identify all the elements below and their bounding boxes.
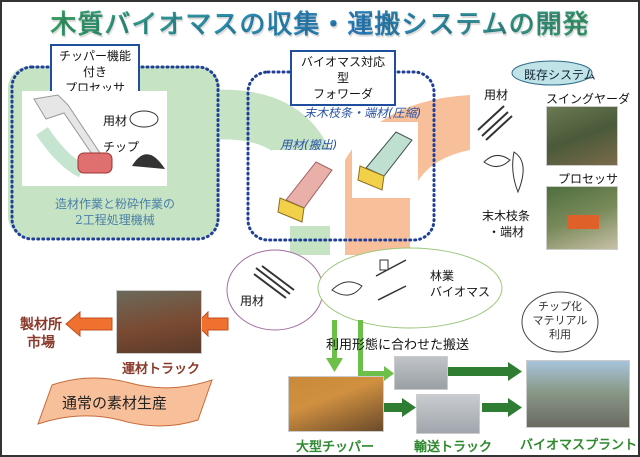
chip-pile-icon <box>132 154 165 169</box>
logs-carried-label: 用材(搬出) <box>280 138 338 152</box>
chipper-caption: 造材作業と粉砕作業の 2工程処理機械 <box>30 196 200 228</box>
material-use-line1: チップ化 <box>538 300 582 313</box>
compressed-residue-label: 末木枝条・端材(圧縮) <box>304 106 422 120</box>
biomass-ellipse <box>317 247 503 329</box>
swing-yarder-photo <box>546 106 618 166</box>
existing-logs-residue-icon <box>477 105 524 194</box>
log-truck-label: 運材トラック <box>122 362 201 377</box>
transport-caption: 利用形態に合わせた搬送 <box>326 338 470 353</box>
existing-processor-photo <box>546 186 618 250</box>
green-arrow-bend-2 <box>358 371 384 376</box>
page-title: 木質バイオマスの収集・運搬システムの開発 <box>0 4 640 41</box>
large-chipper-label: 大型チッパー <box>296 440 375 455</box>
dark-green-arrow-3-stem <box>482 403 510 412</box>
residue-forwarder-illustration <box>352 122 418 198</box>
chipper-machine-icon <box>33 94 165 178</box>
sawmill-market-label: 製材所 市場 <box>20 316 62 352</box>
logs-bundle-icon <box>253 265 295 299</box>
chipper-item-chips: チップ <box>103 140 140 154</box>
existing-residue-label: 末木枝条 ・端材 <box>482 208 530 240</box>
forwarder-label-line2: フォワーダ <box>312 87 373 101</box>
orange-arrow-to-truck <box>195 310 229 338</box>
normal-production-banner: 通常の素材生産 <box>62 394 168 412</box>
material-use-label: チップ化 マテリアル 利用 <box>528 300 592 342</box>
existing-logs-label: 用材 <box>484 88 509 102</box>
dark-green-arrow-2-stem <box>384 403 404 412</box>
biomass-plant-label: バイオマスプラント <box>520 438 638 453</box>
chipper-processor-illustration <box>22 91 167 186</box>
middle-logs-label: 用材 <box>240 294 265 308</box>
green-arrow-head-1 <box>326 358 343 372</box>
sawmill-label: 製材所 <box>20 317 62 333</box>
dark-green-arrow-2-head <box>402 398 416 417</box>
chipper-caption-line2: 2工程処理機械 <box>75 213 155 227</box>
green-arrow-head-2 <box>384 366 394 381</box>
forwarder-label-line1: バイオマス対応型 <box>300 55 385 85</box>
biomass-forwarder-label: バイオマス対応型 フォワーダ <box>290 50 396 106</box>
forest-biomass-line1: 林業 <box>430 269 455 283</box>
orange-arrow-to-market <box>65 310 113 338</box>
transport-truck-photo <box>416 394 480 434</box>
chipper-label-line1: チッパー機能付き <box>58 49 131 79</box>
chipper-panel-border <box>10 65 220 241</box>
forwarder-panel-border <box>246 70 436 242</box>
dark-green-arrow-1-head <box>508 362 522 381</box>
market-label: 市場 <box>27 335 55 351</box>
chipper-item-logs: 用材 <box>103 114 128 128</box>
forest-residue-icon <box>331 259 407 301</box>
biomass-plant-photo <box>526 360 630 428</box>
normal-production-banner-shape <box>37 377 213 427</box>
existing-residue-line2: ・端材 <box>488 225 525 239</box>
dark-green-arrow-1-stem <box>448 367 510 376</box>
green-arrow-stem-2 <box>358 320 363 376</box>
existing-system-badge-shape <box>511 60 593 86</box>
material-use-line3: 利用 <box>549 328 571 341</box>
large-chipper-photo <box>288 376 384 432</box>
chipper-processor-label: チッパー機能付き プロセッサ <box>50 44 140 100</box>
log-forwarder-icon <box>277 161 333 223</box>
existing-processor-label: プロセッサ <box>558 172 619 186</box>
chipper-caption-line1: 造材作業と粉砕作業の <box>54 197 175 211</box>
forest-biomass-line2: バイオマス <box>430 285 491 299</box>
orange-machine-shape <box>567 215 599 229</box>
green-arrow-stem-1 <box>332 320 337 360</box>
log-forwarder-illustration <box>272 150 338 226</box>
swing-yarder-label: スイングヤーダ <box>546 92 631 106</box>
small-truck-photo <box>394 356 448 390</box>
existing-system-badge: 既存システム <box>524 68 596 82</box>
log-truck-photo <box>116 290 202 354</box>
forest-biomass-label: 林業 バイオマス <box>430 268 490 300</box>
material-use-ellipse <box>521 291 599 353</box>
transport-truck-label: 輸送トラック <box>414 440 493 455</box>
existing-residue-line1: 末木枝条 <box>482 209 531 223</box>
residue-forwarder-icon <box>357 131 413 191</box>
material-use-line2: マテリアル <box>532 314 588 327</box>
dark-green-arrow-3-head <box>508 398 522 417</box>
